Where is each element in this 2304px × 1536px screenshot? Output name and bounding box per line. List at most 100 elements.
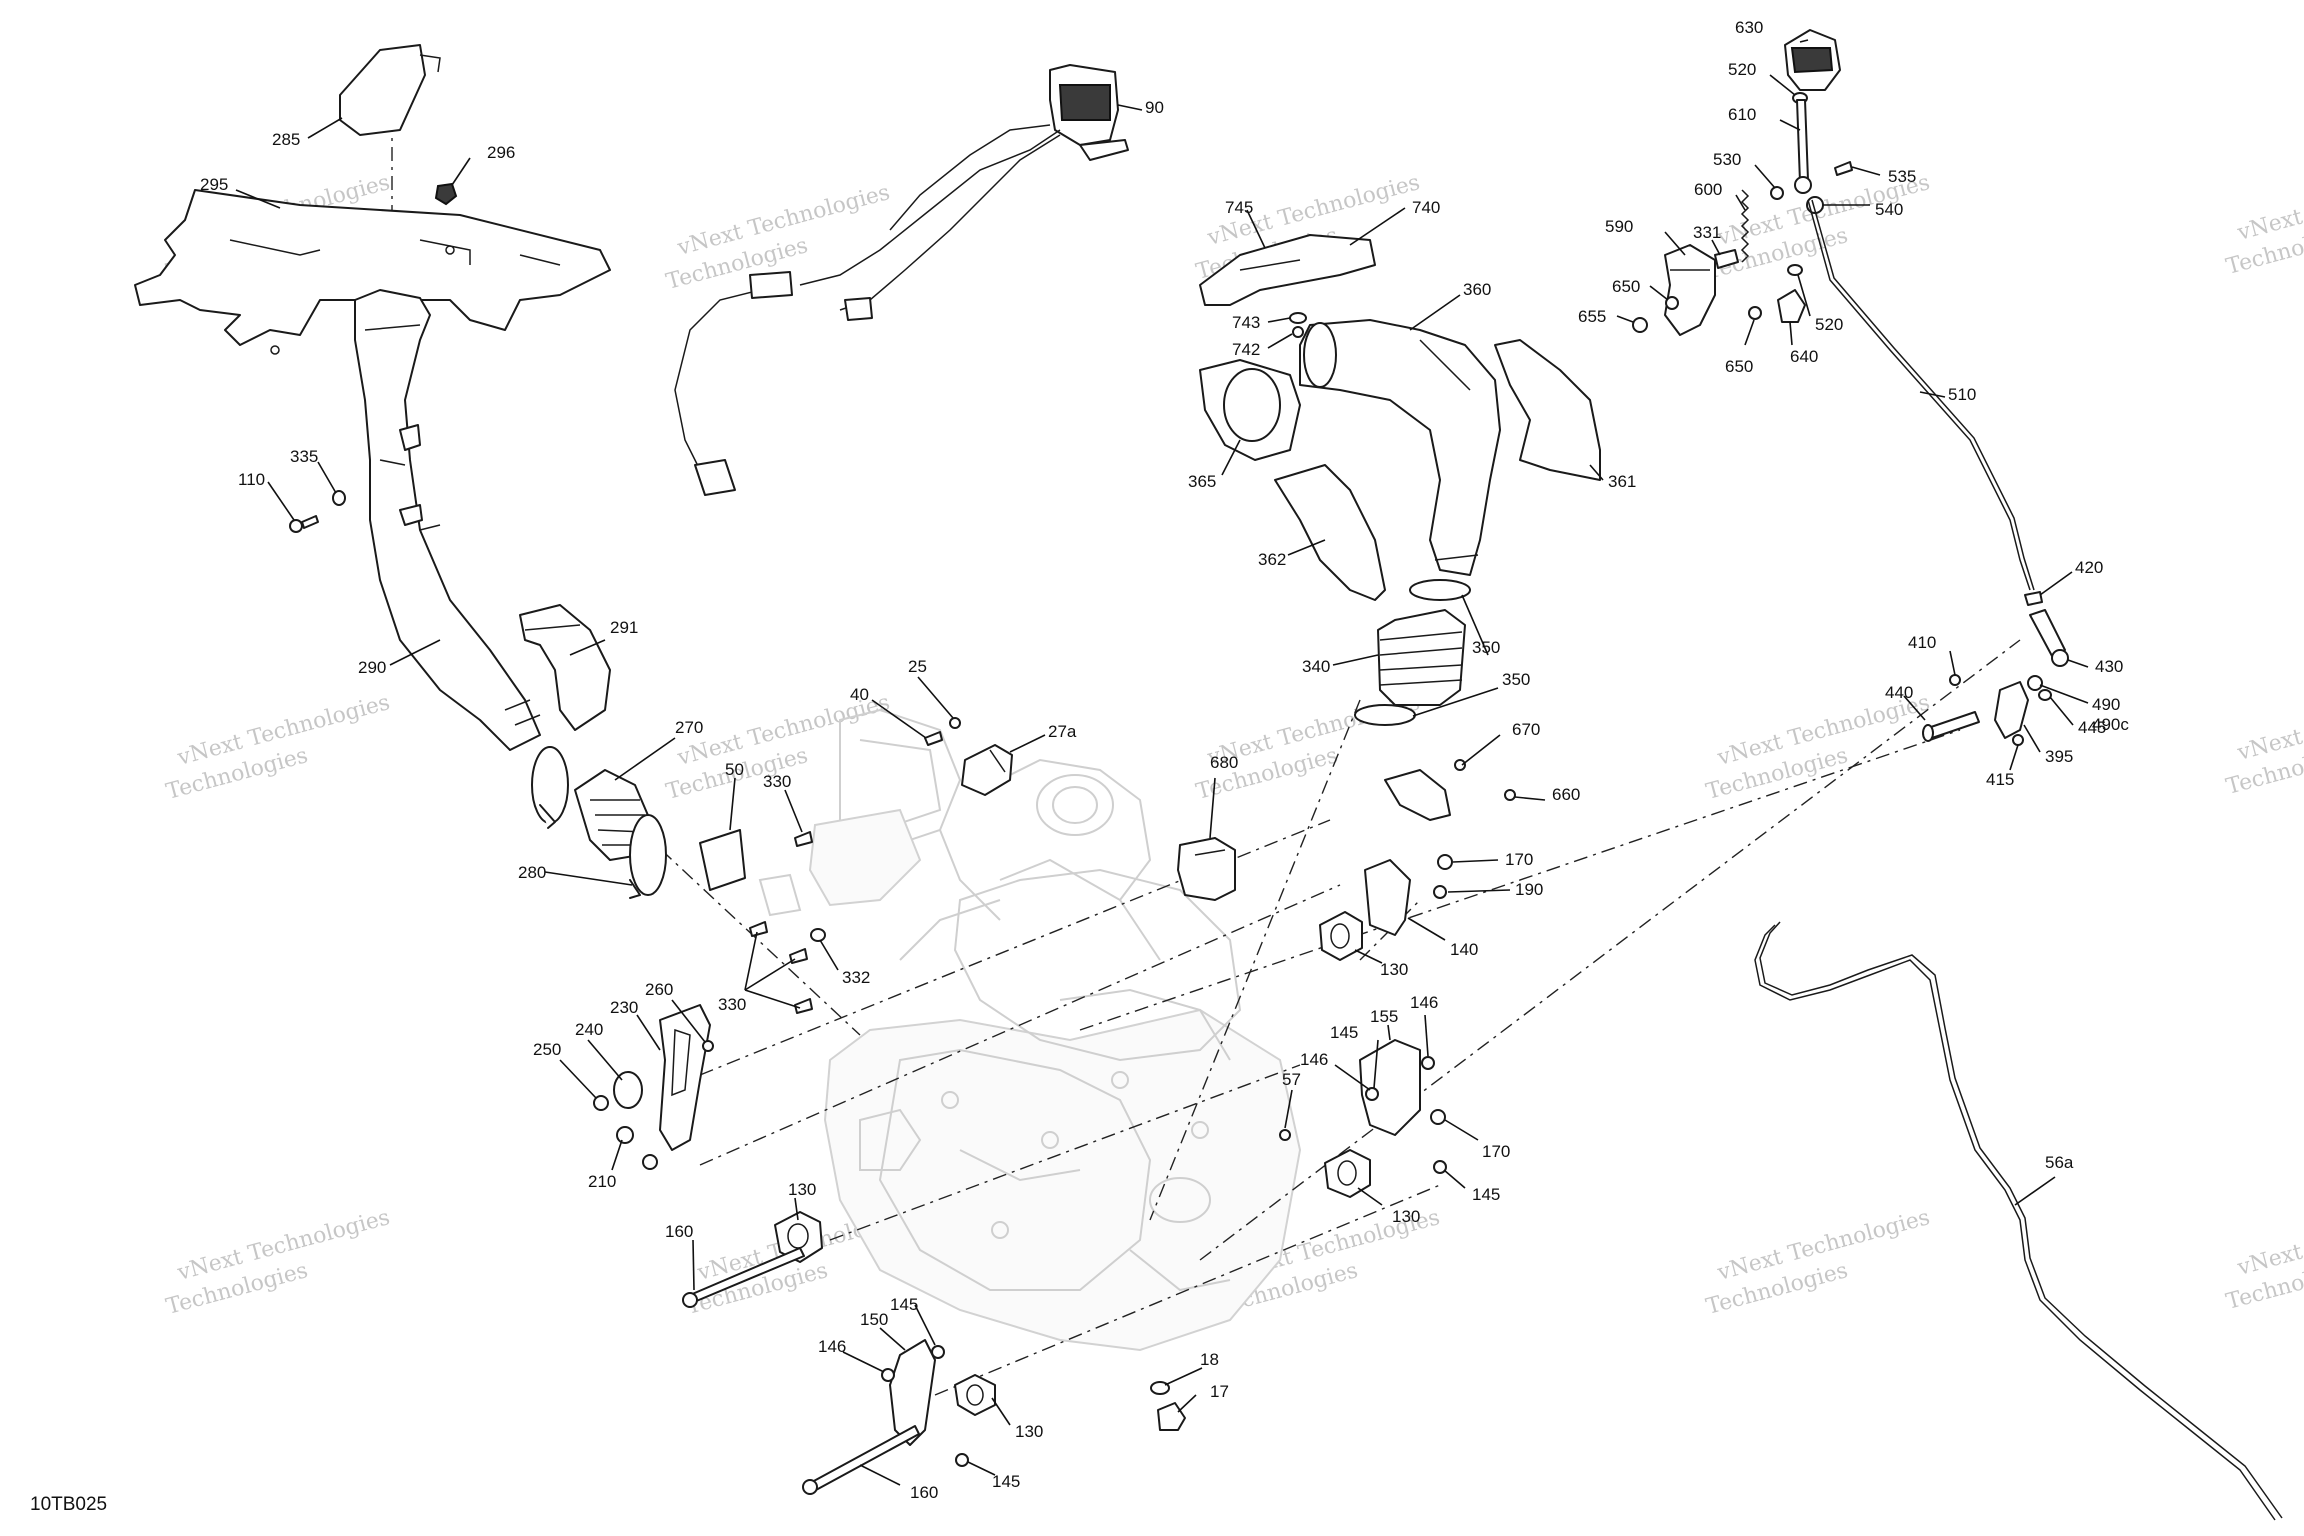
washer-335 <box>332 490 346 506</box>
bracket-590 <box>1664 244 1716 336</box>
mount-130d <box>1324 1149 1371 1198</box>
watermark: vNext Technologies Technologies <box>1704 170 1933 285</box>
callout-335: 335 <box>290 447 318 466</box>
callout-155: 155 <box>1370 1007 1398 1026</box>
pin-440 <box>1922 711 1980 742</box>
plug-17 <box>1157 1402 1186 1431</box>
callout-170a: 170 <box>1505 850 1533 869</box>
callout-250: 250 <box>533 1040 561 1059</box>
nut-650a <box>1665 296 1679 310</box>
callout-130b: 130 <box>1015 1422 1043 1441</box>
nut-170a <box>1437 854 1453 870</box>
bolt-655 <box>1632 317 1648 333</box>
watermark: vNext Technologies Technologies <box>164 690 393 805</box>
heat-shield-mat-295 <box>134 189 611 355</box>
callout-146a: 146 <box>818 1337 846 1356</box>
leader-lines <box>235 39 2089 1486</box>
lever-610 <box>1794 99 1812 194</box>
callout-260: 260 <box>645 980 673 999</box>
mount-130b <box>954 1374 996 1416</box>
callout-150: 150 <box>860 1310 888 1329</box>
callout-290: 290 <box>358 658 386 677</box>
screw-670b <box>1504 789 1516 801</box>
callout-330a: 330 <box>763 772 791 791</box>
callout-743: 743 <box>1232 313 1260 332</box>
washer-445 <box>2038 689 2052 701</box>
callout-362: 362 <box>1258 550 1286 569</box>
svg-text:vNext Technologies: vNext Technologies <box>2234 165 2304 246</box>
nut-490 <box>2027 675 2043 691</box>
callout-210: 210 <box>588 1172 616 1191</box>
link-430 <box>2029 609 2069 667</box>
nut-650b <box>1748 306 1762 320</box>
callout-146b: 146 <box>1410 993 1438 1012</box>
label-50 <box>699 829 746 891</box>
clamp-350a <box>1409 579 1471 601</box>
bracket-230 <box>659 1004 711 1151</box>
engine-ghost <box>823 708 1302 1352</box>
duct-cover-291 <box>519 604 611 731</box>
callout-680: 680 <box>1210 753 1238 772</box>
nut-332 <box>810 928 826 942</box>
flange-365 <box>1199 359 1301 461</box>
nut-170b <box>1430 1109 1446 1125</box>
screw-535 <box>1834 161 1853 176</box>
callout-415: 415 <box>1986 770 2014 789</box>
box-680 <box>1177 837 1236 901</box>
callout-650b: 650 <box>1725 357 1753 376</box>
clip-331 <box>1714 249 1739 269</box>
spring-600 <box>1740 189 1750 263</box>
screw-330d <box>794 998 813 1014</box>
callout-660: 660 <box>1552 785 1580 804</box>
screw-742 <box>1292 326 1304 338</box>
callout-350a: 350 <box>1472 638 1500 657</box>
screw-146b <box>1421 1056 1435 1070</box>
switch-90 <box>1049 64 1129 161</box>
watermark: vNext Technologies Technologies <box>2224 165 2304 280</box>
callout-285: 285 <box>272 130 300 149</box>
bolt-160a <box>682 1247 805 1308</box>
bracket-745 <box>1199 234 1376 306</box>
callout-40: 40 <box>850 685 869 704</box>
callout-490: 490 <box>2092 695 2120 714</box>
callout-650a: 650 <box>1612 277 1640 296</box>
callout-610: 610 <box>1728 105 1756 124</box>
callout-280: 280 <box>518 863 546 882</box>
ecu-ghost <box>758 808 922 917</box>
screw-145b <box>955 1453 969 1467</box>
callout-270: 270 <box>675 718 703 737</box>
screw-40 <box>924 731 943 746</box>
heat-shield-362 <box>1274 464 1386 601</box>
callout-745: 745 <box>1225 198 1253 217</box>
callout-361: 361 <box>1608 472 1636 491</box>
bolt-210b <box>642 1154 658 1170</box>
callout-590: 590 <box>1605 217 1633 236</box>
bolt-210a <box>616 1126 634 1144</box>
clamp-350b <box>1354 704 1416 726</box>
callout-365: 365 <box>1188 472 1216 491</box>
svg-text:vNext Technologies: vNext Technologies <box>2234 1200 2304 1281</box>
screw-145c <box>1365 1087 1379 1101</box>
callout-50: 50 <box>725 760 744 779</box>
callout-740: 740 <box>1412 198 1440 217</box>
screw-25 <box>949 717 961 729</box>
callout-296: 296 <box>487 143 515 162</box>
callout-145c: 145 <box>1330 1023 1358 1042</box>
callout-530: 530 <box>1713 150 1741 169</box>
cover-285 <box>339 44 441 136</box>
bushing-240 <box>613 1071 643 1109</box>
callout-25: 25 <box>908 657 927 676</box>
screw-260 <box>702 1040 714 1052</box>
callout-295: 295 <box>200 175 228 194</box>
callout-655: 655 <box>1578 307 1606 326</box>
screw-145d <box>1433 1160 1447 1174</box>
callout-130c: 130 <box>1380 960 1408 979</box>
callout-145b: 145 <box>992 1472 1020 1491</box>
screw-670a <box>1454 759 1466 771</box>
callout-420: 420 <box>2075 558 2103 577</box>
screw-410 <box>1949 674 1961 686</box>
callout-145d: 145 <box>1472 1185 1500 1204</box>
hose-56a <box>1754 921 2283 1521</box>
nut-530 <box>1770 186 1784 200</box>
